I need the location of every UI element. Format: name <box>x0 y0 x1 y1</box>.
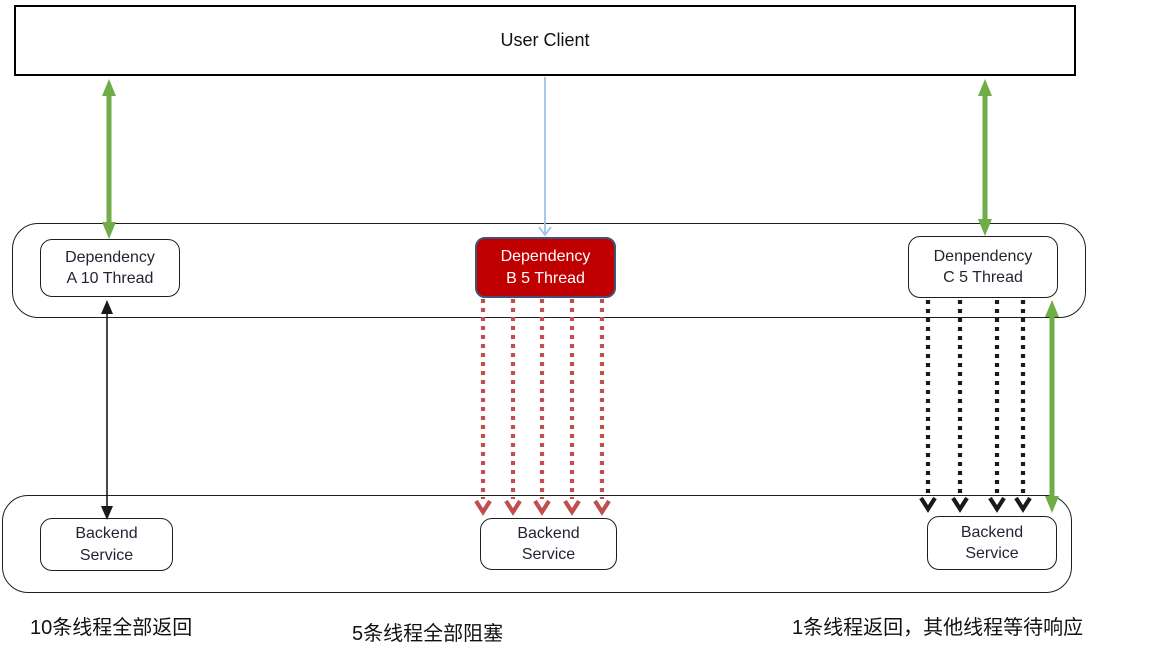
dependency-b-box: Dependency B 5 Thread <box>475 237 616 298</box>
black-dotted-arrows-dep-c-backend <box>919 300 1032 513</box>
dependency-a-label-line2: A 10 Thread <box>66 270 154 287</box>
backend-service-c-box: Backend Service <box>927 516 1057 570</box>
dependency-b-label-line2: B 5 Thread <box>506 269 585 287</box>
backend-a-label-line2: Service <box>79 546 134 564</box>
backend-layer-container <box>2 495 1072 593</box>
caption-threads-b-blocked: 5条线程全部阻塞 <box>352 623 504 645</box>
dependency-a-label-line1: Dependency <box>65 248 155 266</box>
user-client-label: User Client <box>500 29 590 50</box>
caption-threads-c-waiting: 1条线程返回，其他线程等待响应 <box>792 617 1084 639</box>
dependency-b-label-line1: Dependency <box>500 248 591 266</box>
green-double-arrow-client-dep-a <box>102 79 116 239</box>
backend-service-a-box: Backend Service <box>40 518 173 571</box>
green-double-arrow-client-dep-c <box>978 79 992 236</box>
backend-b-label-line1: Backend <box>517 524 580 542</box>
backend-b-label-line2: Service <box>521 546 576 563</box>
green-double-arrow-dep-c-backend <box>1045 300 1059 513</box>
blue-arrow-client-dep-b <box>538 77 552 237</box>
dependency-c-label-line2: C 5 Thread <box>943 269 1023 286</box>
dependency-c-label-line1: Denpendency <box>933 247 1033 265</box>
dependency-c-box: Denpendency C 5 Thread <box>908 236 1058 298</box>
backend-c-label-line2: Service <box>965 545 1019 562</box>
dependency-layer-container <box>12 223 1086 318</box>
caption-threads-a-returned: 10条线程全部返回 <box>30 617 193 639</box>
black-double-arrow-dep-a-backend <box>101 300 113 520</box>
backend-a-label-line1: Backend <box>75 525 138 543</box>
dependency-a-box: Dependency A 10 Thread <box>40 239 180 297</box>
user-client-box: User Client <box>14 5 1076 76</box>
backend-c-label-line1: Backend <box>960 523 1024 541</box>
red-dotted-arrows-dep-b-backend <box>474 299 611 516</box>
backend-service-b-box: Backend Service <box>480 518 617 570</box>
